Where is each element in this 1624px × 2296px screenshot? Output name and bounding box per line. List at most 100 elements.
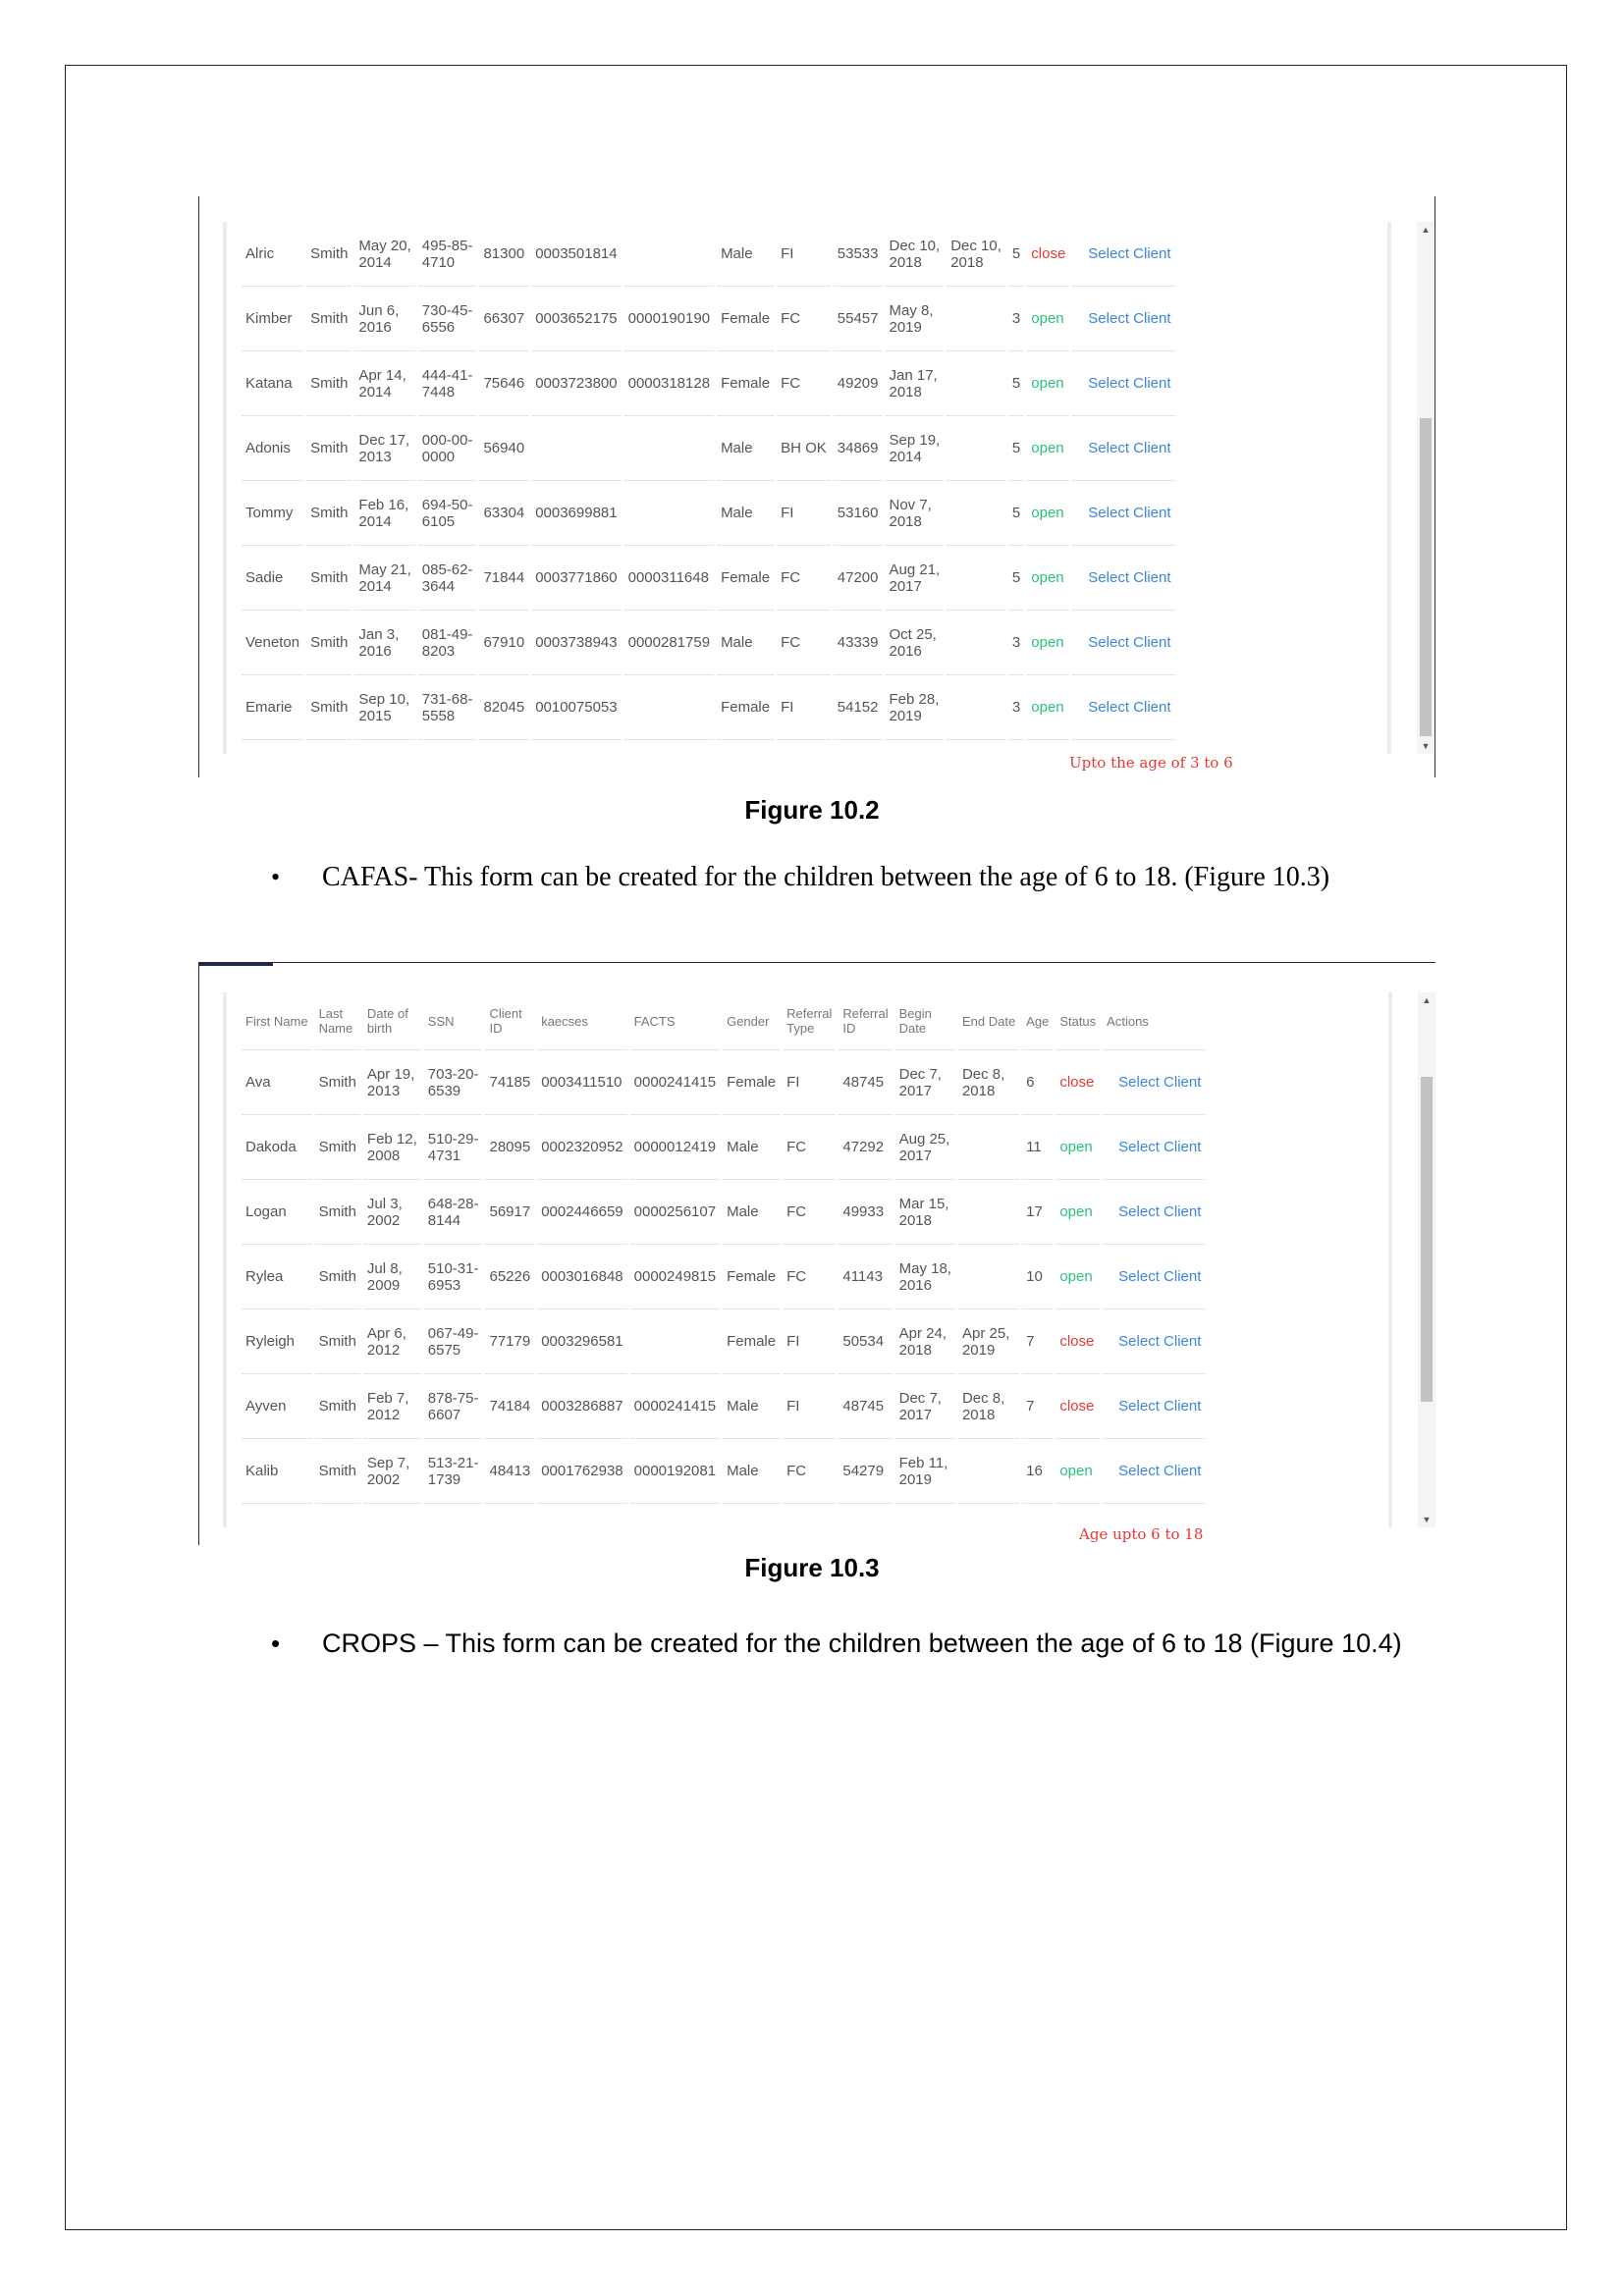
begin-date-cell: May 8,2019 [885,287,945,351]
client-id-cell: 56917 [485,1180,535,1245]
referral-id-cell: 34869 [833,416,883,481]
kaecses-cell: 0003723800 [531,351,622,416]
select-client-link[interactable]: Select Client [1103,1180,1206,1245]
scroll-up-arrow-icon[interactable]: ▲ [1422,995,1432,1005]
age-range-annotation: Upto the age of 3 to 6 [1069,754,1233,772]
age-cell: 5 [1007,222,1025,287]
end-date-cell [947,546,1005,611]
select-client-link[interactable]: Select Client [1072,287,1175,351]
select-client-link[interactable]: Select Client [1072,611,1175,675]
last-name-cell: Smith [306,675,352,740]
referral-id-cell: 54152 [833,675,883,740]
ssn-cell: 000-00-0000 [417,416,477,481]
select-client-link[interactable]: Select Client [1072,351,1175,416]
age-cell: 3 [1007,287,1025,351]
vertical-scrollbar[interactable]: ▲ ▼ [1417,222,1435,754]
last-name-cell: Smith [306,611,352,675]
first-name-cell: Adonis [242,416,304,481]
client-id-cell: 67910 [479,611,529,675]
end-date-cell [957,1439,1020,1504]
ssn-cell: 648-28-8144 [423,1180,483,1245]
scroll-up-arrow-icon[interactable]: ▲ [1421,225,1431,235]
column-header[interactable]: First Name [242,992,312,1050]
select-client-link[interactable]: Select Client [1103,1309,1206,1374]
scrollbar-thumb[interactable] [1420,418,1432,736]
ssn-cell: 495-85-4710 [417,222,477,287]
select-client-link[interactable]: Select Client [1072,222,1175,287]
client-id-cell: 81300 [479,222,529,287]
status-cell: open [1027,287,1070,351]
gender-cell: Male [723,1180,781,1245]
select-client-link[interactable]: Select Client [1103,1439,1206,1504]
scroll-down-arrow-icon[interactable]: ▼ [1422,1515,1432,1524]
gender-cell: Male [717,481,775,546]
first-name-cell: Ryleigh [242,1309,312,1374]
end-date-cell: Apr 25,2019 [957,1309,1020,1374]
kaecses-cell: 0001762938 [537,1439,627,1504]
begin-date-cell: Sep 19,2014 [885,416,945,481]
gender-cell: Male [717,222,775,287]
vertical-scrollbar[interactable]: ▲ ▼ [1418,992,1435,1527]
select-client-link[interactable]: Select Client [1103,1050,1206,1115]
last-name-cell: Smith [306,481,352,546]
select-client-link[interactable]: Select Client [1072,546,1175,611]
kaecses-cell: 0003501814 [531,222,622,287]
first-name-cell: Logan [242,1180,312,1245]
age-range-annotation: Age upto 6 to 18 [1079,1525,1204,1543]
referral-type-cell: FC [783,1439,837,1504]
select-client-link[interactable]: Select Client [1072,481,1175,546]
date-of-birth-cell: Dec 17,2013 [354,416,415,481]
select-client-link[interactable]: Select Client [1072,416,1175,481]
status-cell: open [1027,611,1070,675]
select-client-link[interactable]: Select Client [1103,1245,1206,1309]
referral-type-cell: FI [783,1050,837,1115]
scrollbar-thumb[interactable] [1421,1077,1433,1402]
scroll-down-arrow-icon[interactable]: ▼ [1421,741,1431,751]
select-client-link[interactable]: Select Client [1072,675,1175,740]
client-id-cell: 77179 [485,1309,535,1374]
figure-caption: Figure 10.2 [744,795,880,825]
referral-id-cell: 50534 [839,1309,893,1374]
column-header[interactable]: SSN [423,992,483,1050]
begin-date-cell: Mar 15,2018 [894,1180,955,1245]
status-cell: open [1027,546,1070,611]
kaecses-cell: 0003738943 [531,611,622,675]
facts-cell [623,222,715,287]
begin-date-cell: Oct 25,2016 [885,611,945,675]
select-client-link[interactable]: Select Client [1103,1115,1206,1180]
first-name-cell: Kalib [242,1439,312,1504]
referral-type-cell: FC [777,351,831,416]
status-cell: close [1056,1050,1101,1115]
first-name-cell: Ayven [242,1374,312,1439]
referral-type-cell: FC [777,287,831,351]
facts-cell [623,675,715,740]
referral-id-cell: 43339 [833,611,883,675]
last-name-cell: Smith [306,546,352,611]
age-cell: 5 [1007,546,1025,611]
select-client-link[interactable]: Select Client [1103,1374,1206,1439]
column-header[interactable]: Status [1056,992,1101,1050]
begin-date-cell: Aug 21,2017 [885,546,945,611]
column-header[interactable]: Actions [1103,992,1206,1050]
column-header[interactable]: Gender [723,992,781,1050]
client-id-cell: 48413 [485,1439,535,1504]
gender-cell: Female [717,287,775,351]
column-header[interactable]: kaecses [537,992,627,1050]
referral-id-cell: 47292 [839,1115,893,1180]
first-name-cell: Ava [242,1050,312,1115]
column-header[interactable]: FACTS [629,992,721,1050]
column-header[interactable]: End Date [957,992,1020,1050]
kaecses-cell: 0003699881 [531,481,622,546]
column-header[interactable]: Age [1022,992,1054,1050]
date-of-birth-cell: Feb 12,2008 [362,1115,421,1180]
facts-cell: 0000281759 [623,611,715,675]
